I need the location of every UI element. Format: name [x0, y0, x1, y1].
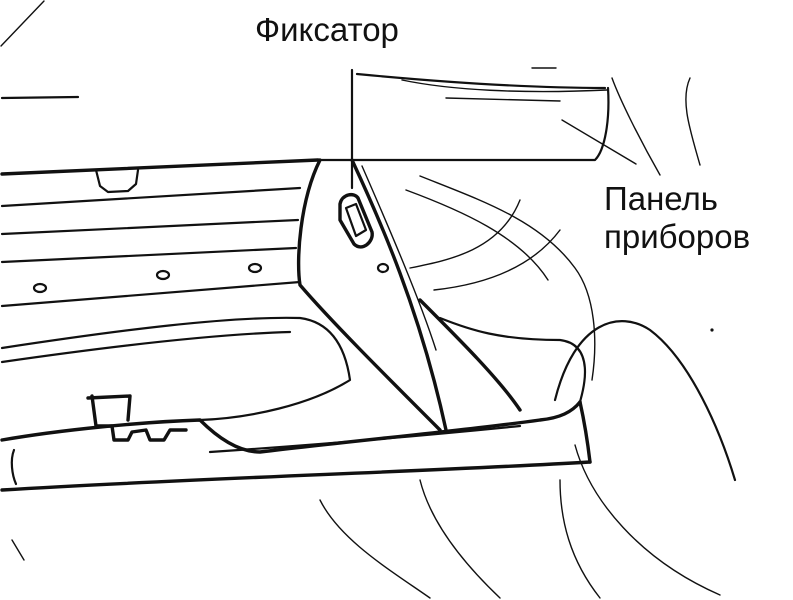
glovebox-mid-line — [0, 246, 298, 264]
glovebox-side-wall — [296, 158, 442, 432]
dashboard-edge-left — [0, 95, 80, 100]
tray-opening — [0, 316, 352, 422]
glovebox-lid-ledge — [208, 424, 522, 454]
glovebox-top-edge — [0, 158, 320, 176]
glovebox-side-inner — [361, 165, 437, 351]
mount-hole-1 — [32, 282, 48, 294]
glovebox-lid-rail-end — [578, 400, 592, 464]
hinge-arm-edge — [438, 316, 586, 404]
instrument-panel-outer-curve — [685, 77, 701, 166]
glovebox-lid-inner-line — [10, 448, 18, 486]
bottom-latch-tab-top — [86, 394, 132, 422]
mount-hole-2 — [155, 269, 171, 281]
instrument-panel-lower-edge — [316, 86, 610, 162]
right-panel-inner — [574, 444, 721, 596]
bottom-latch-tab — [90, 394, 188, 442]
stray-dot — [710, 328, 714, 332]
glovebox-lid-rail-top — [0, 400, 582, 454]
lower-body-line-1 — [319, 499, 431, 599]
latch-inner — [344, 202, 368, 238]
glovebox-side-front — [350, 158, 448, 432]
latch-icon — [338, 192, 374, 249]
instrument-panel-callout-line2: приборов — [604, 218, 751, 255]
glovebox-back-line — [0, 218, 300, 236]
lower-body-line-4 — [11, 539, 25, 561]
panel-leader-line — [561, 119, 637, 165]
instrument-panel-inner-line — [445, 97, 561, 102]
glovebox-lid-rail-front — [0, 460, 592, 492]
mount-hole-3 — [247, 262, 263, 274]
latch-callout: Фиксатор — [255, 11, 399, 48]
lower-body-line-3 — [559, 479, 601, 599]
hinge-arm — [418, 298, 522, 412]
glovebox-lower-edge — [0, 280, 302, 308]
instrument-panel-upper-edge — [355, 72, 607, 90]
tray-back — [0, 330, 292, 364]
right-panel-curve — [553, 320, 737, 482]
right-panel-sweep-4 — [433, 229, 561, 291]
screw-hole — [376, 262, 390, 274]
glovebox-top-inner — [0, 186, 302, 208]
instrument-panel-top-curve — [401, 79, 608, 93]
right-panel-sweep-2 — [405, 189, 549, 281]
right-panel-sweep-3 — [409, 199, 521, 269]
instrument-panel-side-curve — [611, 77, 661, 176]
instrument-panel-callout-line1: Панель — [604, 180, 719, 217]
right-panel-sweep — [419, 175, 596, 381]
lower-body-line-2 — [419, 479, 501, 599]
instrument-panel-callout: Панель приборов — [604, 180, 750, 256]
dashboard-corner-line — [0, 0, 45, 47]
top-clip — [94, 168, 140, 194]
